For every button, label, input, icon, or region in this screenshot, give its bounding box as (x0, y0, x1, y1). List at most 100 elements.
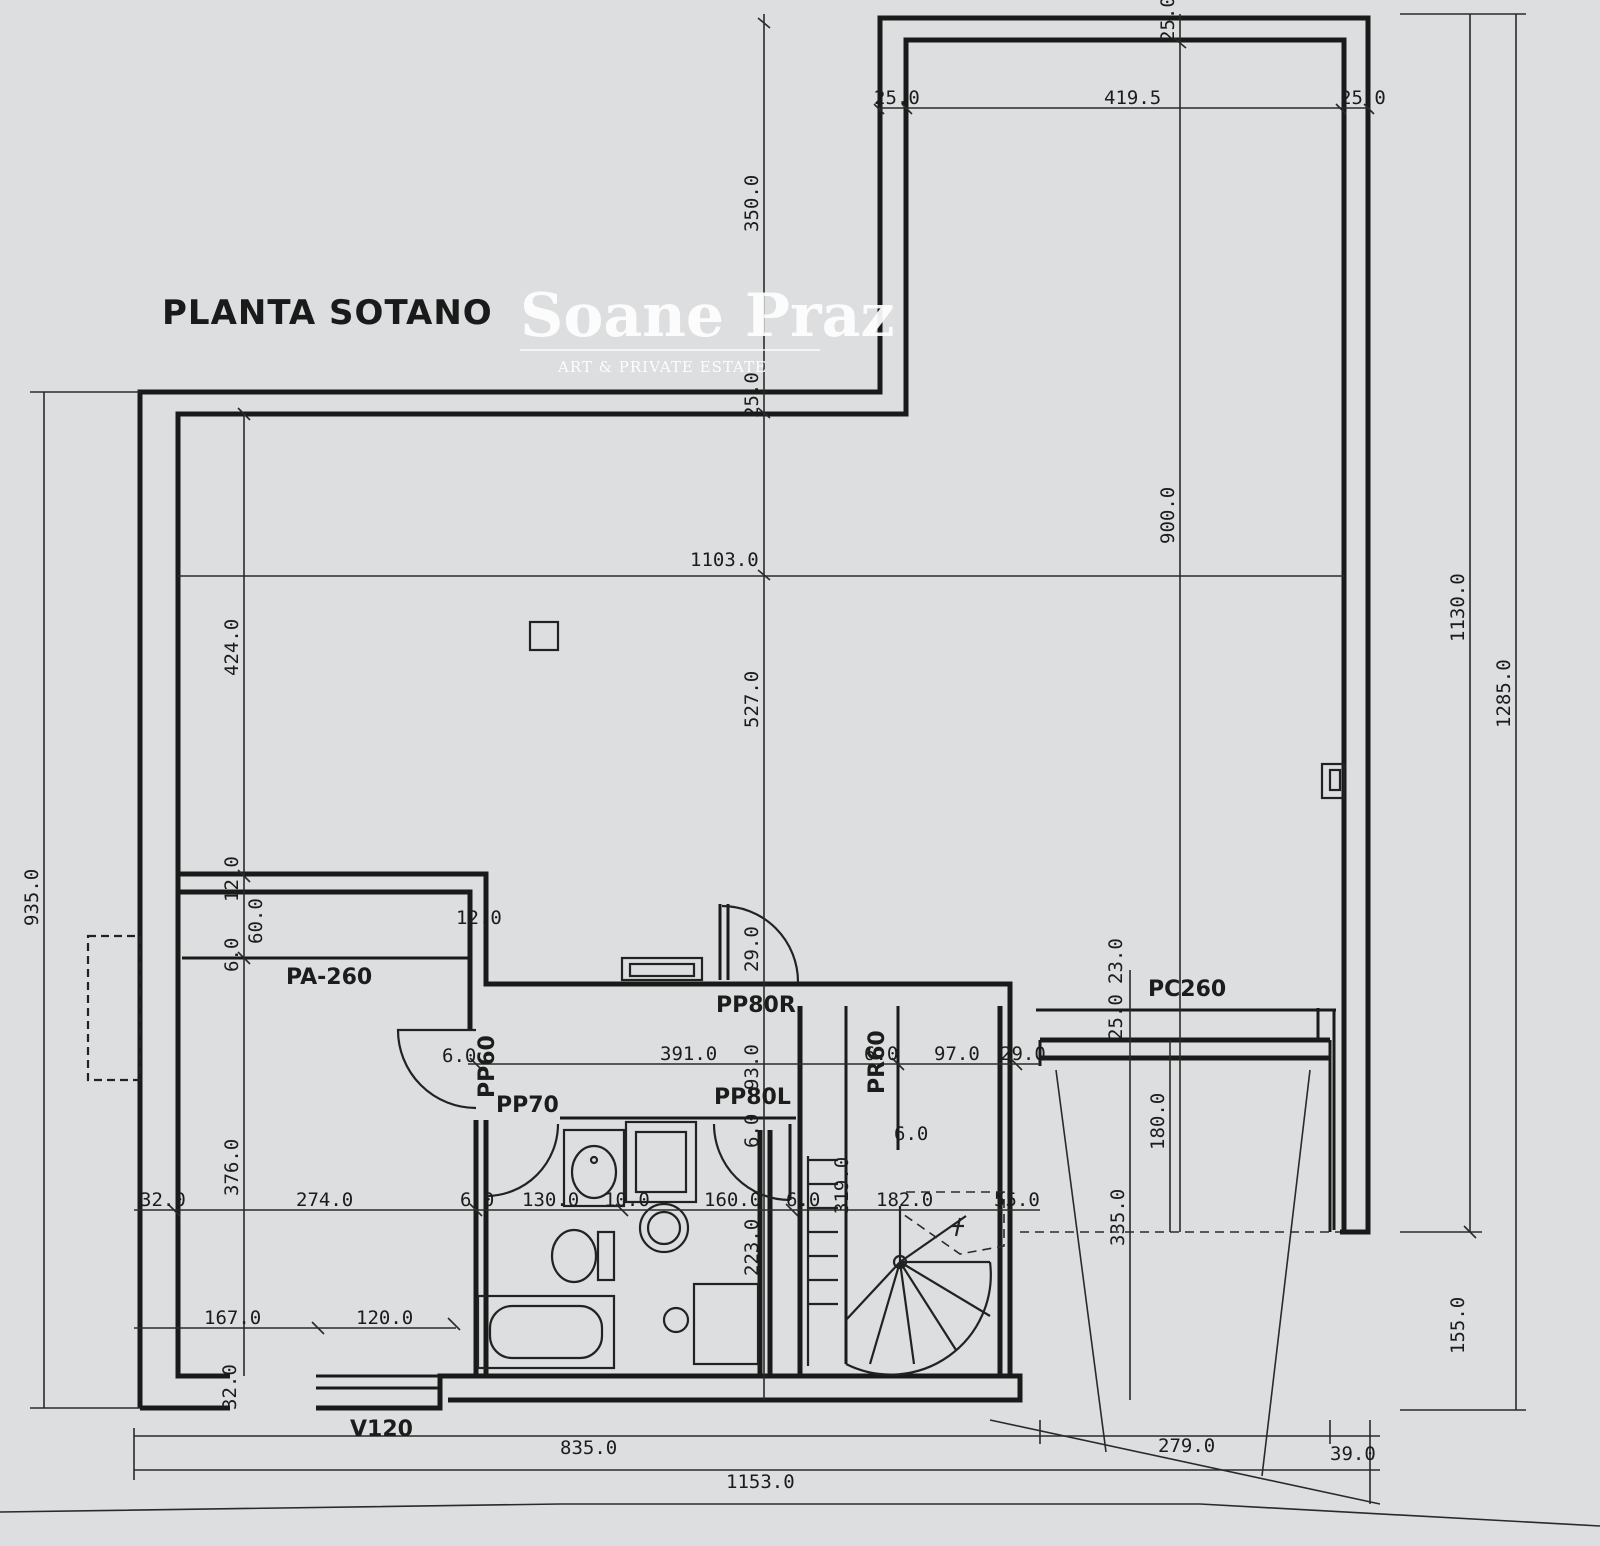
dim-29: 29.0 (741, 926, 763, 972)
counter (620, 956, 704, 982)
dim-1285: 1285.0 (1493, 659, 1515, 728)
shower-tray-inner (634, 1130, 688, 1194)
watermark-name: Soane Praz (520, 281, 895, 351)
dim-274: 274.0 (296, 1189, 353, 1211)
dim-12-storage: 12.0 (456, 907, 502, 929)
dim-223: 223.0 (741, 1219, 763, 1276)
shower-tray (624, 1120, 698, 1204)
dim-1130: 1130.0 (1447, 573, 1469, 642)
column-square (528, 620, 560, 652)
dim-25-top-right: 25.0 (1340, 87, 1386, 109)
dim-155: 155.0 (1447, 1297, 1469, 1354)
dim-25-well: 25.0 (1105, 994, 1127, 1040)
washbasin-counter (562, 1128, 626, 1208)
bathtub (476, 1294, 616, 1370)
fixtures (86, 620, 1346, 1376)
dim-23: 23.0 (1105, 938, 1127, 984)
toilet (550, 1228, 598, 1284)
label-pp70: PP70 (496, 1093, 559, 1118)
dim-6-bath: 6.0 (460, 1189, 494, 1211)
dim-130: 130.0 (522, 1189, 579, 1211)
drain (662, 1306, 690, 1334)
boiler (692, 1282, 760, 1366)
dim-391: 391.0 (660, 1043, 717, 1065)
label-v120: V120 (350, 1417, 413, 1442)
inner-wall (175, 37, 1347, 1379)
spiral-stair (806, 1156, 1005, 1376)
dim-32-left: 32.0 (140, 1189, 186, 1211)
dim-182: 182.0 (876, 1189, 933, 1211)
label-pp80l: PP80L (714, 1085, 791, 1110)
label-pp60: PP60 (475, 1035, 500, 1098)
dim-12: 12.0 (221, 856, 243, 902)
window-v120 (316, 1374, 440, 1390)
dim-419-5: 419.5 (1104, 87, 1161, 109)
label-pp80r: PP80R (716, 993, 796, 1018)
washing-machine (638, 1202, 690, 1254)
dim-29-well: 29.0 (1000, 1043, 1046, 1065)
dim-6-stair: 6.0 (864, 1043, 898, 1065)
dim-376: 376.0 (221, 1139, 243, 1196)
dim-25-top-vertical: 25.0 (1157, 0, 1179, 42)
dim-350: 350.0 (741, 175, 763, 232)
label-pc260: PC260 (1148, 977, 1226, 1002)
light-well-frame (1036, 1008, 1336, 1232)
bottom-wall (140, 1373, 1023, 1411)
dim-55: 55.0 (994, 1189, 1040, 1211)
dim-279: 279.0 (1158, 1435, 1215, 1457)
plan-title: PLANTA SOTANO (162, 293, 493, 333)
door-pp60-swing (396, 1028, 477, 1110)
door-pp80r-swing (721, 904, 800, 983)
meter-box-inner (1328, 768, 1342, 792)
counter-inner (628, 962, 696, 978)
dim-32-bottom: 32.0 (219, 1364, 241, 1410)
dim-25-top-left: 25.0 (874, 87, 920, 109)
dimension-values: 25.0 419.5 25.0 25.0 25.0 350.0 900.0 11… (21, 0, 1515, 1493)
dim-424: 424.0 (221, 619, 243, 676)
label-pr60: PR60 (865, 1030, 890, 1094)
dim-1153: 1153.0 (726, 1471, 795, 1493)
dim-39: 39.0 (1330, 1443, 1376, 1465)
stair-enclosure (797, 981, 1013, 1376)
dim-6-stair-wall: 6.0 (894, 1123, 928, 1145)
light-well-wall (1040, 1037, 1330, 1061)
dim-6-hall: 6.0 (741, 1114, 763, 1148)
door-pp80l-swing (712, 1123, 791, 1202)
label-pa260: PA-260 (286, 965, 372, 990)
dim-835: 835.0 (560, 1437, 617, 1459)
watermark: Soane Praz ART & PRIVATE ESTATE (520, 281, 895, 376)
door-pp70-swing (485, 1123, 560, 1198)
dim-60: 60.0 (245, 898, 267, 944)
washing-machine-drum (646, 1210, 682, 1246)
dim-120: 120.0 (356, 1307, 413, 1329)
dim-6-stair-left: 6.0 (786, 1189, 820, 1211)
toilet-tank (596, 1230, 616, 1282)
dim-6-hall-left: 6.0 (442, 1045, 476, 1067)
dim-935: 935.0 (21, 869, 43, 926)
dim-527: 527.0 (741, 671, 763, 728)
washbasin (570, 1144, 618, 1200)
dim-25-vertical: 25.0 (741, 372, 763, 418)
bathtub-inner (488, 1304, 604, 1360)
bath-partition-mid (757, 1130, 773, 1376)
dim-93: 93.0 (741, 1044, 763, 1090)
dim-319: 319.0 (831, 1157, 853, 1214)
storage-room-wall (178, 871, 800, 1030)
watermark-subtitle: ART & PRIVATE ESTATE (557, 358, 767, 376)
dim-180: 180.0 (1147, 1093, 1169, 1150)
dimension-lines (0, 13, 1600, 1527)
washbasin-tap (589, 1155, 599, 1165)
doors (396, 904, 800, 1202)
dim-10: 10.0 (604, 1189, 650, 1211)
dim-97: 97.0 (934, 1043, 980, 1065)
stair-enclosure-inner (844, 1006, 900, 1364)
room-labels: PA-260 PC260 PP80R PP80L PP70 PP60 PR60 … (286, 965, 1226, 1442)
meter-box (1320, 762, 1346, 800)
exterior-dashed-box (86, 934, 142, 1082)
dim-1103: 1103.0 (690, 549, 759, 571)
door-pp80r-frame (718, 904, 730, 980)
dim-335: 335.0 (1107, 1189, 1129, 1246)
dim-167: 167.0 (204, 1307, 261, 1329)
dim-160: 160.0 (704, 1189, 761, 1211)
